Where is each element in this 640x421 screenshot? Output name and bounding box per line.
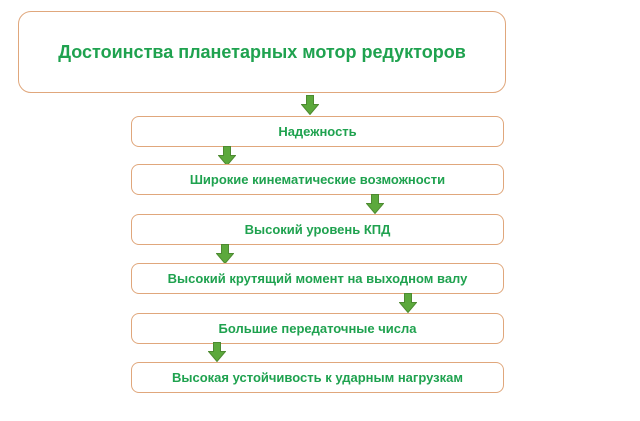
down-arrow-icon	[208, 342, 226, 362]
diagram-item-label: Высокий уровень КПД	[244, 222, 391, 237]
down-arrow-icon	[216, 244, 234, 264]
down-arrow-icon	[218, 146, 236, 166]
diagram-item-box: Высокий крутящий момент на выходном валу	[131, 263, 504, 294]
diagram-item-label: Надежность	[278, 124, 357, 139]
diagram-item-label: Высокая устойчивость к ударным нагрузкам	[172, 370, 463, 385]
diagram-item-label: Большие передаточные числа	[218, 321, 417, 336]
diagram-item-box: Высокая устойчивость к ударным нагрузкам	[131, 362, 504, 393]
diagram-item-box: Большие передаточные числа	[131, 313, 504, 344]
diagram-item-box: Надежность	[131, 116, 504, 147]
diagram-title: Достоинства планетарных мотор редукторов	[58, 41, 466, 62]
down-arrow-icon	[399, 293, 417, 313]
diagram-item-box: Широкие кинематические возможности	[131, 164, 504, 195]
down-arrow-icon	[366, 194, 384, 214]
diagram-item-box: Высокий уровень КПД	[131, 214, 504, 245]
down-arrow-icon	[301, 95, 319, 115]
diagram-title-box: Достоинства планетарных мотор редукторов	[18, 11, 506, 93]
diagram-item-label: Высокий крутящий момент на выходном валу	[167, 271, 468, 286]
diagram-item-label: Широкие кинематические возможности	[189, 172, 446, 187]
